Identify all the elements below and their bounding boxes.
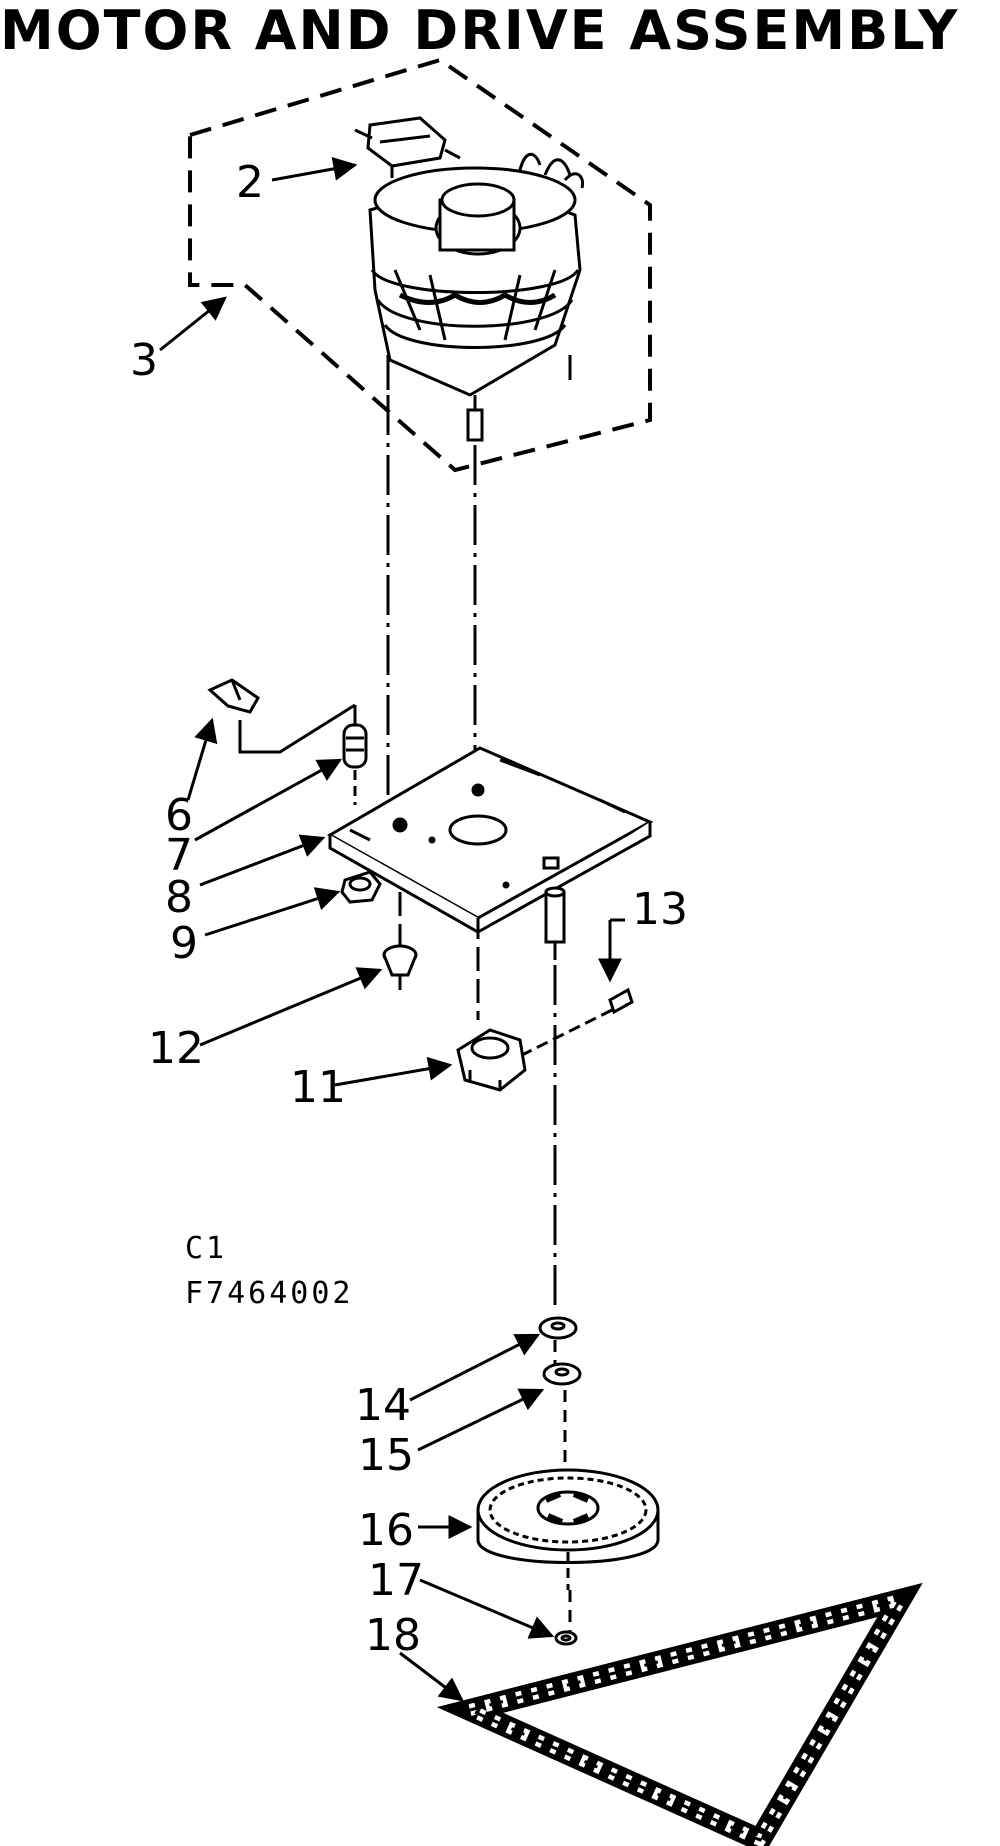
callout-2: 2: [236, 157, 264, 208]
callout-15: 15: [358, 1430, 414, 1481]
set-screw-part: [521, 987, 634, 1057]
motor-part: [368, 152, 585, 442]
callout-12: 12: [148, 1023, 204, 1074]
callout-14: 14: [355, 1380, 411, 1431]
figure-code-line-2: F7464002: [185, 1276, 354, 1311]
screw-part: [342, 723, 368, 805]
callout-3: 3: [130, 335, 158, 386]
callout-7: 7: [165, 830, 193, 881]
washer-part-15: [542, 1362, 582, 1386]
retainer-part: [554, 1630, 578, 1646]
callout-9: 9: [170, 918, 198, 969]
figure-code-line-1: C1: [185, 1231, 227, 1266]
sprocket-part: [476, 1468, 660, 1590]
nut-part: [340, 870, 382, 904]
chain-part: [436, 1582, 923, 1846]
leader-lines: [159, 157, 625, 1702]
coupling-part: [456, 1028, 527, 1092]
callout-16: 16: [358, 1505, 414, 1556]
base-plate-part: [326, 746, 654, 935]
washer-part-14: [538, 1316, 578, 1340]
motor-switch-part: [354, 116, 461, 178]
callout-18: 18: [365, 1610, 421, 1661]
bushing-part: [382, 944, 418, 990]
diagram-title: MOTOR AND DRIVE ASSEMBLY: [0, 0, 960, 62]
plate-shaft-part: [544, 886, 566, 960]
motor-assembly-boundary: [188, 57, 652, 473]
clip-part: [207, 678, 357, 754]
callout-6: 6: [165, 790, 193, 841]
callout-11: 11: [290, 1062, 346, 1113]
callout-17: 17: [368, 1555, 424, 1606]
callout-13: 13: [632, 884, 688, 935]
callout-8: 8: [165, 872, 193, 923]
